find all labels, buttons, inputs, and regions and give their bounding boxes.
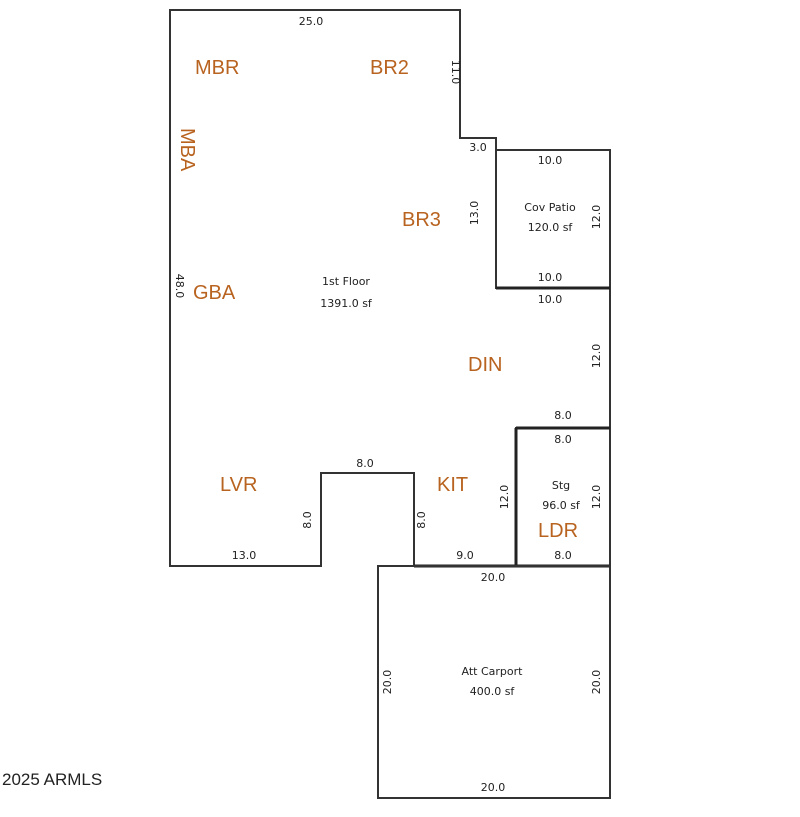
dim-carport-left: 20.0 [381,670,394,695]
dim-notch-right: 8.0 [415,511,428,529]
dim-din-right: 12.0 [590,344,603,369]
dim-notch-left: 8.0 [301,511,314,529]
dim-stg-top-inner: 8.0 [554,433,572,446]
first-floor-name: 1st Floor [322,275,370,288]
room-ldr: LDR [538,520,578,542]
cov-patio-name: Cov Patio [524,201,576,214]
storage-name: Stg [552,479,570,492]
dim-left-side: 48.0 [173,274,186,299]
room-din: DIN [468,354,502,376]
cov-patio-size: 120.0 sf [528,221,574,234]
dim-stg-bottom: 8.0 [554,549,572,562]
dim-stg-right: 12.0 [590,485,603,510]
dim-bottom-left: 13.0 [232,549,257,562]
storage-size: 96.0 sf [542,499,581,512]
room-br2: BR2 [370,57,409,79]
dim-patio-bottom: 10.0 [538,271,563,284]
room-mbr: MBR [195,57,239,79]
dim-bottom-mid: 9.0 [456,549,474,562]
dim-br2-side: 11.0 [449,60,462,85]
dim-carport-bottom: 20.0 [481,781,506,794]
dim-top: 25.0 [299,15,324,28]
room-kit: KIT [437,474,468,496]
room-lvr: LVR [220,474,257,496]
dim-step: 3.0 [469,141,487,154]
room-mba: MBA [176,128,198,172]
room-gba: GBA [193,282,236,304]
carport-size: 400.0 sf [470,685,516,698]
copyright-text: 2025 ARMLS [2,770,103,789]
dim-stg-left: 12.0 [498,485,511,510]
dim-carport-right: 20.0 [590,670,603,695]
carport-name: Att Carport [462,665,524,678]
dim-carport-top: 20.0 [481,571,506,584]
dim-patio-right: 12.0 [590,205,603,230]
first-floor-size: 1391.0 sf [320,297,373,310]
dim-notch-top: 8.0 [356,457,374,470]
dim-patio-top: 10.0 [538,154,563,167]
room-br3: BR3 [402,209,441,231]
dim-patio-left: 13.0 [468,201,481,226]
carport-outline [377,565,611,799]
dim-din-top: 10.0 [538,293,563,306]
dim-stg-top-outer: 8.0 [554,409,572,422]
